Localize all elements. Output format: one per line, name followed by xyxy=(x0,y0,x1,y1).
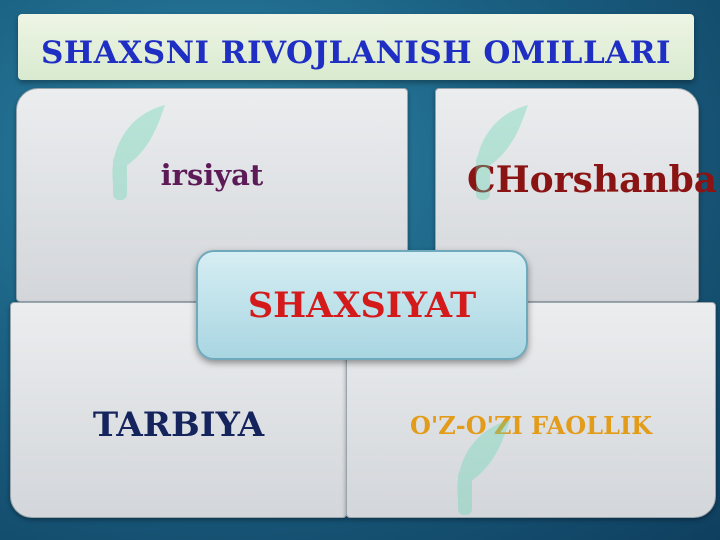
center-label: SHAXSIYAT xyxy=(247,284,477,326)
factor-label-top-left: irsiyat xyxy=(160,158,264,192)
factor-box-top-right: CHorshanba xyxy=(435,88,718,302)
center-node: SHAXSIYAT xyxy=(196,250,528,360)
factor-label-top-right: CHorshanba xyxy=(467,159,718,201)
diagram-title: SHAXSNI RIVOJLANISH OMILLARI xyxy=(40,35,672,71)
factor-label-bottom-right: O'Z-O'ZI FAOLLIK xyxy=(409,410,653,440)
title-banner: SHAXSNI RIVOJLANISH OMILLARI xyxy=(18,14,694,80)
factor-label-bottom-left: TARBIYA xyxy=(92,405,265,445)
factor-box-bottom-right: O'Z-O'ZI FAOLLIK xyxy=(346,302,716,518)
